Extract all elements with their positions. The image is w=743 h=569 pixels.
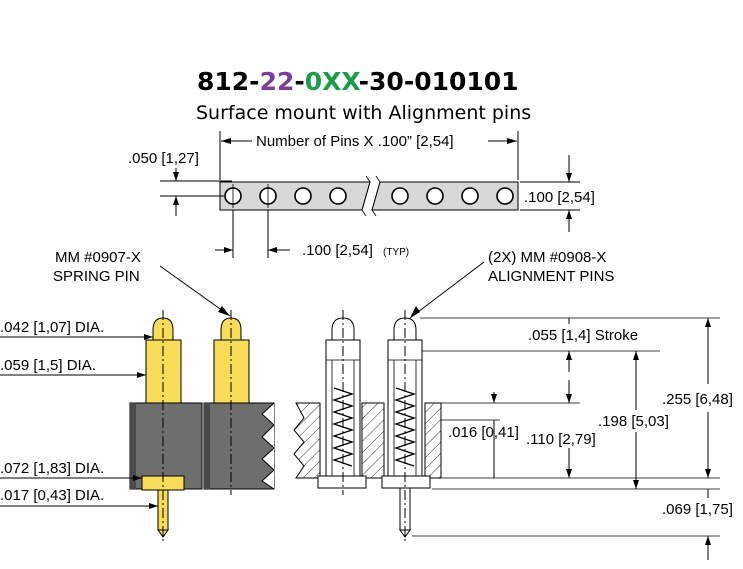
part-number-suffix: -30-010101 — [359, 67, 519, 96]
part-number-sep: - — [294, 67, 304, 96]
tip-diameter-label: .042 [1,07] DIA. — [0, 319, 104, 336]
alignment-callout-line2: ALIGNMENT PINS — [488, 268, 614, 285]
barrel-diameter-label: .059 [1,5] DIA. — [0, 357, 96, 374]
pitch-note: (TYP) — [383, 247, 409, 258]
subtitle: Surface mount with Alignment pins — [196, 102, 531, 124]
part-number-variant: 0XX — [305, 67, 361, 96]
top-view: Number of Pins X .100” [2,54] .050 [1,27… — [128, 131, 595, 259]
spring-pin-assembly: .042 [1,07] DIA. .059 [1,5] DIA. .072 [1… — [0, 310, 275, 542]
stroke-label: .055 [1,4] Stroke — [528, 327, 638, 344]
header-width-label: .100 [2,54] — [524, 189, 595, 206]
spring-pin-callout-line2: SPRING PIN — [53, 268, 140, 285]
post-diameter-label: .017 [0,43] DIA. — [0, 487, 104, 504]
spring-pin-callout-line1: MM #0907-X — [55, 249, 141, 266]
height-total-label: .255 [6,48] — [662, 391, 733, 408]
plunger-gap-label: .016 [0,41] — [448, 424, 519, 441]
pin-count-span-label: Number of Pins X .100” [2,54] — [256, 133, 454, 150]
height-mid-label: .198 [5,03] — [598, 413, 669, 430]
part-number-pins: 22 — [260, 67, 295, 96]
part-number: 812-22-0XX-30-010101 — [197, 67, 519, 96]
edge-offset-label: .050 [1,27] — [128, 150, 199, 167]
height-dimensions: .055 [1,4] Stroke .255 [6,48] .198 [5,03… — [412, 317, 733, 560]
alignment-callout-line1: (2X) MM #0908-X — [488, 249, 606, 266]
pitch-label: .100 [2,54] — [302, 242, 373, 259]
height-low-label: .110 [2,79] — [526, 431, 596, 448]
part-number-prefix: 812- — [197, 67, 260, 96]
tail-diameter-label: .072 [1,83] DIA. — [0, 460, 104, 477]
section-view — [293, 310, 442, 542]
tail-length-label: .069 [1,75] — [662, 501, 733, 518]
